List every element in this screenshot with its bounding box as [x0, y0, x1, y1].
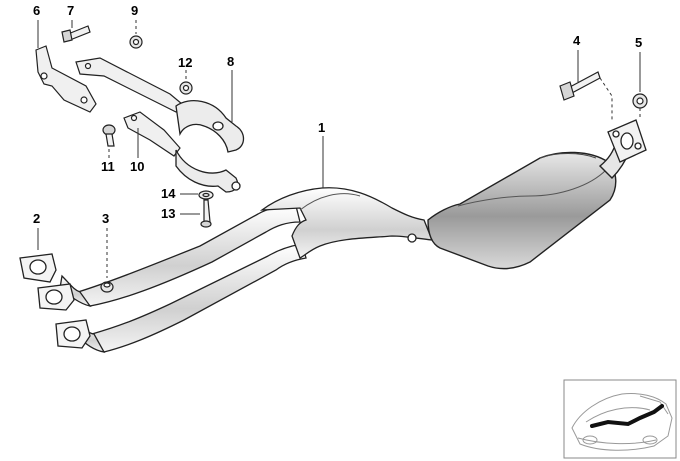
nut-5[interactable] [632, 93, 648, 109]
callout-3[interactable]: 3 [102, 211, 110, 226]
vehicle-locator-inset [563, 379, 677, 459]
front-pipe-lower[interactable] [90, 243, 307, 353]
nut-12[interactable] [179, 81, 193, 95]
washer-14[interactable] [198, 190, 214, 200]
leader-lines [37, 20, 641, 278]
callout-8[interactable]: 8 [227, 54, 235, 69]
callout-4[interactable]: 4 [573, 33, 581, 48]
callout-5[interactable]: 5 [635, 35, 643, 50]
front-flange-2[interactable] [37, 283, 75, 311]
middle-pipe[interactable] [259, 187, 434, 259]
exhaust-highlight [590, 404, 664, 428]
bolt-7[interactable] [61, 25, 91, 43]
callout-1[interactable]: 1 [318, 120, 326, 135]
car-outline-icon [571, 393, 673, 451]
outlet-flange[interactable] [607, 119, 647, 163]
bolt-11[interactable] [102, 124, 116, 147]
callout-2[interactable]: 2 [33, 211, 41, 226]
callout-11[interactable]: 11 [101, 159, 115, 174]
front-pipe-upper[interactable] [76, 205, 301, 307]
callout-7[interactable]: 7 [67, 3, 75, 18]
callout-13[interactable]: 13 [161, 206, 176, 221]
callout-12[interactable]: 12 [178, 55, 193, 70]
catalytic-converter[interactable] [427, 140, 631, 270]
clamp-8[interactable] [175, 100, 245, 193]
nut-3[interactable] [100, 281, 114, 293]
nut-9[interactable] [129, 35, 143, 49]
front-flange-1[interactable] [19, 253, 57, 283]
front-flange-3[interactable] [55, 319, 91, 349]
callout-10[interactable]: 10 [130, 159, 145, 174]
bolt-4[interactable] [559, 71, 601, 101]
bracket-10[interactable] [75, 57, 183, 157]
bracket-6[interactable] [35, 45, 97, 113]
callout-14[interactable]: 14 [161, 186, 176, 201]
callout-9[interactable]: 9 [131, 3, 139, 18]
bolt-13[interactable] [200, 199, 212, 228]
callout-6[interactable]: 6 [33, 3, 41, 18]
